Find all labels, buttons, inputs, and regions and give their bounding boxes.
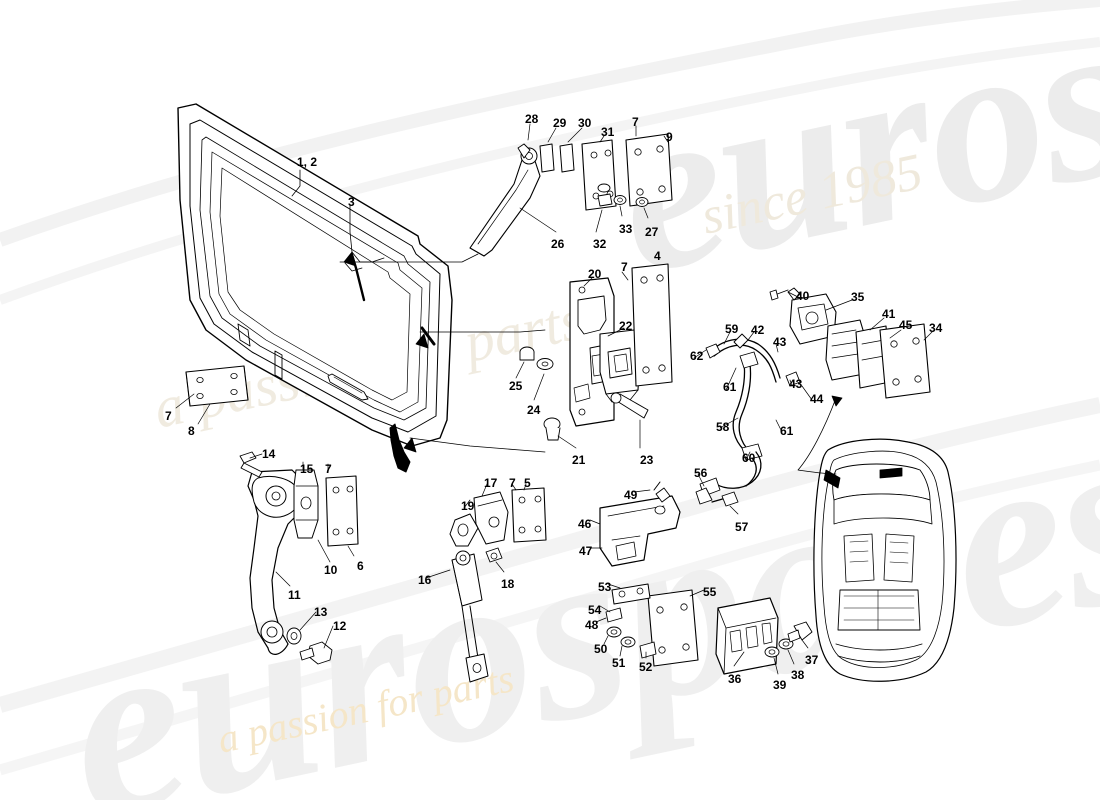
callout-46: 46 [578,517,592,531]
callout-21: 21 [572,453,586,467]
callout-36: 36 [728,672,742,686]
callout-7-e: 7 [165,409,172,423]
callout-18: 18 [501,577,515,591]
callout-54: 54 [588,603,602,617]
callout-52: 52 [639,660,653,674]
callout-34: 34 [929,321,943,335]
callout-59: 59 [725,322,739,336]
callout-27: 27 [645,225,659,239]
callout-37: 37 [805,653,819,667]
callout-32: 32 [593,237,607,251]
callout-10: 10 [324,563,338,577]
callout-56: 56 [694,466,708,480]
callout-16: 16 [418,573,432,587]
callout-31: 31 [601,125,615,139]
callout-23: 23 [640,453,654,467]
callout-61-a: 61 [723,380,737,394]
callout-57: 57 [735,520,749,534]
callout-29: 29 [553,116,567,130]
callout-1-2: 1, 2 [297,155,318,169]
callout-43-a: 43 [773,335,787,349]
callout-13: 13 [314,605,328,619]
callout-33: 33 [619,222,633,236]
callout-7-c: 7 [325,462,332,476]
callout-53: 53 [598,580,612,594]
callout-19: 19 [461,499,475,513]
callout-24: 24 [527,403,541,417]
callout-45: 45 [899,318,913,332]
part-34-plate [879,323,931,399]
callout-30: 30 [578,116,592,130]
callout-38: 38 [791,668,805,682]
callout-47: 47 [579,544,593,558]
callout-58: 58 [716,420,730,434]
callout-43-b: 43 [789,377,803,391]
callout-8: 8 [188,424,195,438]
callout-62: 62 [690,349,704,363]
callout-6: 6 [357,559,364,573]
callout-44: 44 [810,392,824,406]
callout-48: 48 [585,618,599,632]
callout-7-a: 7 [632,115,639,129]
callout-3: 3 [348,195,355,209]
callout-40: 40 [796,289,810,303]
callout-39: 39 [773,678,787,692]
callout-5: 5 [524,476,531,490]
callout-17: 17 [484,476,498,490]
callout-25: 25 [509,379,523,393]
callout-12: 12 [333,619,347,633]
callout-9: 9 [666,130,673,144]
callout-15: 15 [300,462,314,476]
callout-22: 22 [619,319,633,333]
callout-60: 60 [742,451,756,465]
callout-50: 50 [594,642,608,656]
callout-51: 51 [612,656,626,670]
callout-20: 20 [588,267,602,281]
callout-26: 26 [551,237,565,251]
callout-41: 41 [882,307,896,321]
callout-55: 55 [703,585,717,599]
callout-28: 28 [525,112,539,126]
callout-11: 11 [288,588,301,602]
callout-4: 4 [654,249,661,263]
callout-7-b: 7 [621,260,628,274]
callout-7-d: 7 [509,476,516,490]
part-22-latch-mech [599,329,641,403]
callout-35: 35 [851,290,865,304]
callout-42: 42 [751,323,765,337]
callout-61-b: 61 [780,424,794,438]
callout-14: 14 [262,447,276,461]
callout-49: 49 [624,488,638,502]
